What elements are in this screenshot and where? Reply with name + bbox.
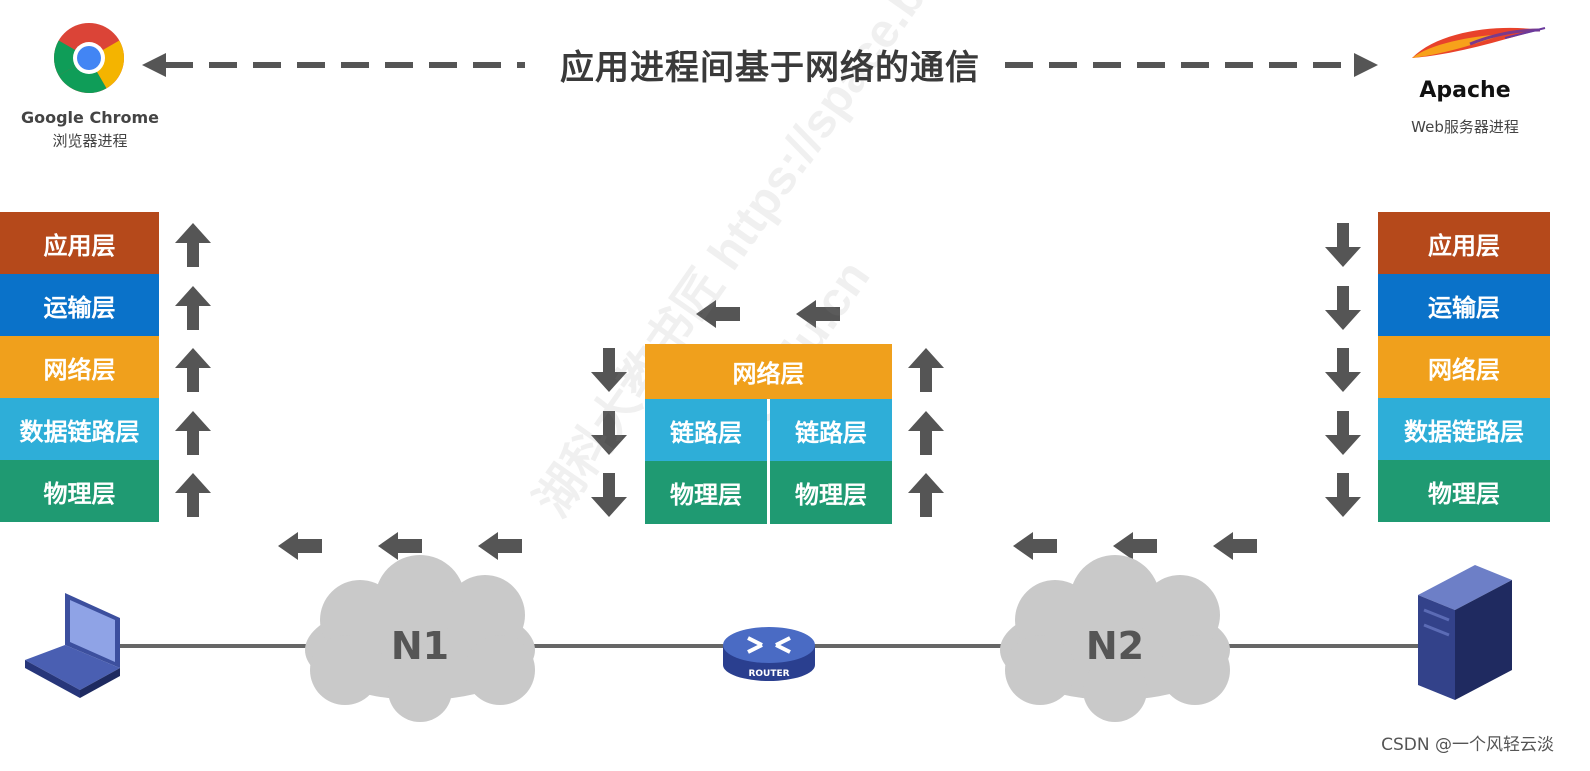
right-transport-layer: 运输层 bbox=[1378, 274, 1550, 336]
cloud-label-n1: N1 bbox=[390, 624, 450, 668]
apache-name: Apache bbox=[1419, 78, 1511, 103]
right-down-arrows bbox=[1325, 223, 1361, 517]
router-label: ROUTER bbox=[748, 669, 790, 679]
right-network-layer: 网络层 bbox=[1378, 336, 1550, 398]
left-transport-layer: 运输层 bbox=[0, 274, 159, 336]
right-physical-layer: 物理层 bbox=[1378, 460, 1550, 522]
apache-feather-icon bbox=[1412, 27, 1546, 58]
chrome-name: Google Chrome bbox=[20, 108, 159, 127]
apache-subtitle: Web服务器进程 bbox=[1411, 118, 1519, 136]
left-network-layer: 网络层 bbox=[0, 336, 159, 398]
diagram-title: 应用进程间基于网络的通信 bbox=[560, 48, 980, 88]
right-datalink-layer: 数据链路层 bbox=[1378, 398, 1550, 460]
cloud-n1 bbox=[305, 555, 535, 722]
left-protocol-stack: 应用层 运输层 网络层 数据链路层 物理层 bbox=[0, 212, 159, 522]
credit-text: CSDN @一个风轻云淡 bbox=[1381, 735, 1554, 755]
left-application-layer: 应用层 bbox=[0, 212, 159, 274]
left-physical-layer: 物理层 bbox=[0, 460, 159, 522]
router-protocol-stack: 网络层 链路层 链路层 物理层 物理层 bbox=[645, 344, 892, 524]
router-network-layer: 网络层 bbox=[645, 344, 892, 399]
dashed-arrow-right bbox=[1005, 53, 1378, 77]
router-icon bbox=[723, 627, 815, 681]
dashed-arrow-left bbox=[142, 53, 525, 77]
left-datalink-layer: 数据链路层 bbox=[0, 398, 159, 460]
router-physical-layer-left: 物理层 bbox=[645, 461, 767, 524]
router-link-layer-left: 链路层 bbox=[645, 399, 767, 461]
n1-left-arrows bbox=[278, 532, 522, 560]
laptop-icon bbox=[25, 593, 120, 698]
right-protocol-stack: 应用层 运输层 网络层 数据链路层 物理层 bbox=[1378, 212, 1550, 522]
chrome-icon bbox=[54, 23, 124, 93]
router-physical-layer-right: 物理层 bbox=[770, 461, 892, 524]
router-up-arrows bbox=[908, 348, 944, 517]
n2-left-arrows bbox=[1013, 532, 1257, 560]
cloud-n2 bbox=[1000, 555, 1230, 722]
right-application-layer: 应用层 bbox=[1378, 212, 1550, 274]
router-link-layer-right: 链路层 bbox=[770, 399, 892, 461]
left-up-arrows bbox=[175, 223, 211, 517]
server-icon bbox=[1418, 565, 1512, 700]
cloud-label-n2: N2 bbox=[1085, 624, 1145, 668]
chrome-subtitle: 浏览器进程 bbox=[52, 132, 128, 150]
